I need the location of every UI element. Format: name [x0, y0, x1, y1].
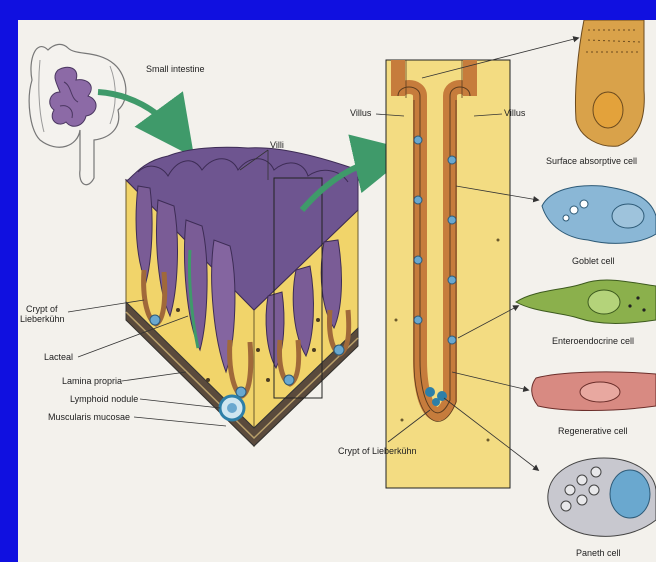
lamina-propria-label: Lamina propria — [62, 376, 122, 386]
illustration-page: Small intestine — [18, 20, 656, 562]
goblet-cell — [542, 186, 656, 244]
crypt-center-label: Crypt of Lieberkühn — [338, 446, 417, 456]
villus-right-label: Villus — [504, 108, 526, 118]
lacteal-label: Lacteal — [44, 352, 73, 362]
crypt-label-line1: Crypt of — [26, 304, 58, 314]
small-intestine-label: Small intestine — [146, 64, 205, 74]
cell-label-regenerative: Regenerative cell — [558, 426, 628, 436]
intestine-diagram: Small intestine — [18, 20, 656, 562]
regenerative-cell — [532, 372, 656, 411]
cell-label-goblet: Goblet cell — [572, 256, 615, 266]
muscularis-mucosae-label: Muscularis mucosae — [48, 412, 130, 422]
enteroendocrine-cell — [516, 280, 656, 323]
lymphoid-nodule-label: Lymphoid nodule — [70, 394, 138, 404]
cell-label-enteroendocrine: Enteroendocrine cell — [552, 336, 634, 346]
villus-left-label: Villus — [350, 108, 372, 118]
cell-label-absorptive: Surface absorptive cell — [546, 156, 637, 166]
paneth-cell — [548, 458, 656, 536]
small-intestine-illustration — [29, 44, 126, 184]
villi-label: Villi — [270, 140, 284, 150]
cell-label-paneth: Paneth cell — [576, 548, 621, 558]
crypt-label-line2: Lieberkühn — [20, 314, 65, 324]
surface-absorptive-cell — [575, 20, 644, 146]
villus-crypt-panel — [386, 60, 510, 488]
